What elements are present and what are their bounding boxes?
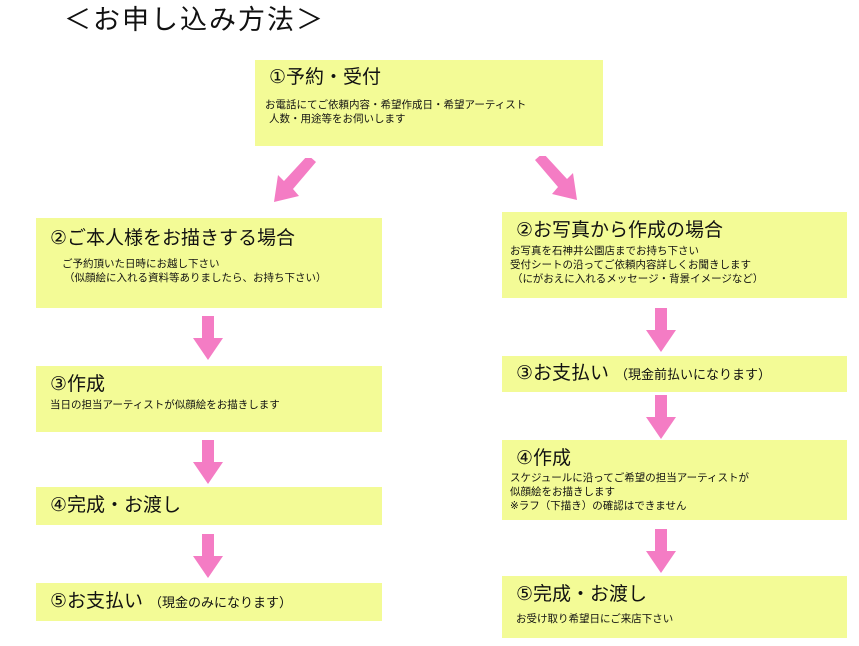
arrow-down-left-icon <box>268 158 318 204</box>
right-step4-heading: ④作成 <box>516 447 572 469</box>
page-title: ＜お申し込み方法＞ <box>64 5 325 36</box>
right-step4-line-1: スケジュールに沿ってご希望の担当アーティストが <box>510 472 749 484</box>
arrow-down-right-icon <box>533 156 583 202</box>
right-step3-box: ③お支払い （現金前払いになります） <box>502 356 847 392</box>
right-step5-box: ⑤完成・お渡し お受け取り希望日にご来店下さい <box>502 576 847 638</box>
left-step2-line-2: （似顔絵に入れる資料等ありましたら、お持ち下さい） <box>64 272 327 284</box>
step1-line-1: お電話にてご依頼内容・希望作成日・希望アーティスト <box>265 99 527 111</box>
right-step2-heading: ②お写真から作成の場合 <box>516 219 724 241</box>
right-step4-line-3: ※ラフ（下描き）の確認はできません <box>510 500 687 512</box>
step1-box: ①予約・受付 お電話にてご依頼内容・希望作成日・希望アーティスト 人数・用途等を… <box>255 60 603 146</box>
right-step5-heading: ⑤完成・お渡し <box>516 583 648 605</box>
left-step5-heading: ⑤お支払い （現金のみになります） <box>50 589 382 616</box>
left-step4-box: ④完成・お渡し <box>36 487 382 525</box>
step1-line-2: 人数・用途等をお伺いします <box>269 113 406 125</box>
arrow-down-icon <box>646 308 676 352</box>
arrow-down-icon <box>193 534 223 578</box>
right-step2-line-1: お写真を石神井公園店までお持ち下さい <box>510 245 699 257</box>
arrow-down-icon <box>646 529 676 573</box>
left-step3-box: ③作成 当日の担当アーティストが似顔絵をお描きします <box>36 366 382 432</box>
arrow-down-icon <box>646 395 676 439</box>
left-step2-heading: ②ご本人様をお描きする場合 <box>50 227 296 249</box>
left-step5-note: （現金のみになります） <box>149 596 293 611</box>
arrow-down-icon <box>193 316 223 360</box>
left-step5-title: ⑤お支払い <box>50 590 144 612</box>
arrow-down-icon <box>193 440 223 484</box>
left-step4-heading: ④完成・お渡し <box>50 494 182 516</box>
right-step3-heading: ③お支払い （現金前払いになります） <box>516 361 847 388</box>
left-step3-line-1: 当日の担当アーティストが似顔絵をお描きします <box>50 399 280 411</box>
right-step4-box: ④作成 スケジュールに沿ってご希望の担当アーティストが 似顔絵をお描きします ※… <box>502 440 847 520</box>
right-step2-line-3: （にがおえに入れるメッセージ・背景イメージなど） <box>512 273 764 285</box>
left-step5-box: ⑤お支払い （現金のみになります） <box>36 583 382 621</box>
right-step5-line-1: お受け取り希望日にご来店下さい <box>516 613 674 625</box>
right-step2-line-2: 受付シートの沿ってご依頼内容詳しくお聞きします <box>510 259 751 271</box>
right-step4-line-2: 似顔絵をお描きします <box>510 486 615 498</box>
step1-heading: ①予約・受付 <box>269 66 382 88</box>
right-step3-title: ③お支払い <box>516 362 610 384</box>
left-step2-line-1: ご予約頂いた日時にお越し下さい <box>62 258 220 270</box>
left-step3-heading: ③作成 <box>50 373 106 395</box>
right-step3-note: （現金前払いになります） <box>615 368 772 383</box>
left-step2-box: ②ご本人様をお描きする場合 ご予約頂いた日時にお越し下さい （似顔絵に入れる資料… <box>36 218 382 308</box>
right-step2-box: ②お写真から作成の場合 お写真を石神井公園店までお持ち下さい 受付シートの沿って… <box>502 212 847 298</box>
